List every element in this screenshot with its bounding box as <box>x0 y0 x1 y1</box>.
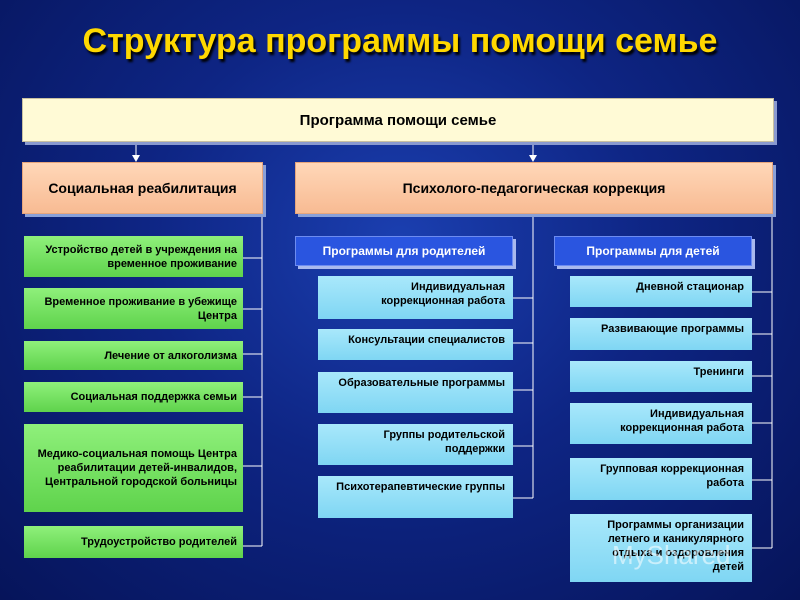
left-item: Лечение от алкоголизма <box>24 341 243 370</box>
children-programs-header: Программы для детей <box>554 236 752 266</box>
parent-program-item: Консультации специалистов <box>318 329 513 360</box>
child-program-item: Индивидуальная коррекционная работа <box>570 403 752 444</box>
left-item: Трудоустройство родителей <box>24 526 243 558</box>
parent-program-item: Образовательные программы <box>318 372 513 413</box>
left-item: Социальная поддержка семьи <box>24 382 243 412</box>
parents-programs-header: Программы для родителей <box>295 236 513 266</box>
program-root-box: Программа помощи семье <box>22 98 774 142</box>
left-item: Медико-социальная помощь Центра реабилит… <box>24 424 243 512</box>
psych-pedagogical-header: Психолого-педагогическая коррекция <box>295 162 773 214</box>
parent-program-item: Психотерапевтические группы <box>318 476 513 518</box>
left-item: Устройство детей в учреждения на временн… <box>24 236 243 277</box>
parent-program-item: Группы родительской поддержки <box>318 424 513 465</box>
social-rehabilitation-header: Социальная реабилитация <box>22 162 263 214</box>
watermark-logo: MyShared <box>612 540 731 570</box>
child-program-item: Программы организации летнего и каникуля… <box>570 514 752 582</box>
child-program-item: Развивающие программы <box>570 318 752 350</box>
child-program-item: Тренинги <box>570 361 752 392</box>
parent-program-item: Индивидуальная коррекционная работа <box>318 276 513 319</box>
slide-title: Структура программы помощи семье <box>82 22 718 60</box>
child-program-item: Дневной стационар <box>570 276 752 307</box>
child-program-item: Групповая коррекционная работа <box>570 458 752 500</box>
left-item: Временное проживание в убежище Центра <box>24 288 243 329</box>
